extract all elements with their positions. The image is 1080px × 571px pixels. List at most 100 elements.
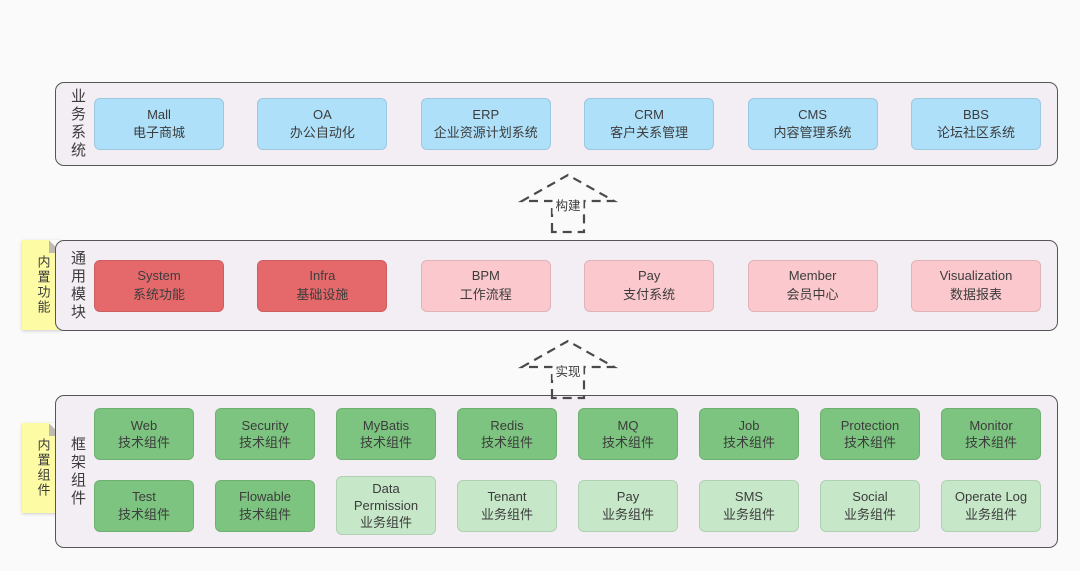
layer-modules-label: 通用模块 bbox=[69, 249, 86, 322]
node-subtitle: 技术组件 bbox=[238, 506, 291, 522]
node-subtitle: 技术组件 bbox=[601, 434, 654, 450]
node-title: Mall bbox=[147, 106, 171, 122]
node-mybatis: MyBatis 技术组件 bbox=[336, 407, 436, 460]
node-subtitle: 业务组件 bbox=[843, 506, 896, 522]
node-subtitle: 技术组件 bbox=[843, 434, 896, 450]
node-title: Visualization bbox=[939, 268, 1013, 284]
framework-row-2: Test 技术组件 Flowable 技术组件 Data Permission … bbox=[94, 475, 1041, 536]
node-data-permission: Data Permission 业务组件 bbox=[336, 475, 436, 536]
node-title: System bbox=[137, 268, 181, 284]
node-visualization: Visualization 数据报表 bbox=[910, 259, 1041, 312]
up-block-arrow-icon bbox=[517, 339, 619, 400]
node-title: Redis bbox=[490, 417, 524, 433]
node-subtitle: 系统功能 bbox=[132, 286, 185, 302]
node-erp: ERP 企业资源计划系统 bbox=[420, 98, 551, 150]
module-boxes-row: System 系统功能 Infra 基础设施 BPM 工作流程 Pay 支付系统… bbox=[94, 259, 1041, 312]
arrow-implement-label: 实现 bbox=[552, 361, 584, 380]
layer-common-modules: 通用模块 System 系统功能 Infra 基础设施 BPM 工作流程 Pay… bbox=[55, 240, 1058, 331]
node-infra: Infra 基础设施 bbox=[257, 259, 388, 312]
node-subtitle: 技术组件 bbox=[480, 434, 533, 450]
node-title: CMS bbox=[798, 106, 827, 122]
node-subtitle: 基础设施 bbox=[296, 286, 349, 302]
node-title: Tenant bbox=[487, 489, 527, 505]
node-tenant: Tenant 业务组件 bbox=[457, 479, 557, 532]
node-subtitle: 内容管理系统 bbox=[773, 125, 852, 140]
arrow-build-label: 构建 bbox=[552, 195, 584, 214]
node-title: Operate Log bbox=[954, 489, 1028, 505]
node-title: Web bbox=[130, 417, 158, 433]
node-subtitle: 会员中心 bbox=[786, 286, 839, 302]
layer-business-systems: 业务系统 Mall 电子商城 OA 办公自动化 ERP 企业资源计划系统 CRM… bbox=[55, 82, 1058, 166]
node-title: Protection bbox=[840, 417, 900, 433]
layer-framework-components: 框架组件 Web 技术组件 Security 技术组件 MyBatis 技术组件… bbox=[55, 395, 1058, 548]
node-subtitle: 业务组件 bbox=[722, 506, 775, 522]
node-web: Web 技术组件 bbox=[94, 407, 194, 460]
node-title: Data Permission bbox=[353, 480, 419, 513]
node-crm: CRM 客户关系管理 bbox=[584, 98, 715, 150]
node-subtitle: 办公自动化 bbox=[289, 125, 355, 140]
node-title: MyBatis bbox=[362, 417, 410, 433]
node-mall: Mall 电子商城 bbox=[94, 98, 224, 150]
node-subtitle: 企业资源计划系统 bbox=[433, 125, 538, 140]
node-subtitle: 数据报表 bbox=[949, 286, 1002, 302]
node-subtitle: 技术组件 bbox=[117, 506, 170, 522]
node-title: Infra bbox=[309, 268, 336, 284]
node-title: Job bbox=[738, 417, 760, 433]
node-member: Member 会员中心 bbox=[747, 259, 878, 312]
node-title: Member bbox=[788, 268, 837, 284]
arrow-build: 构建 bbox=[508, 171, 628, 235]
node-subtitle: 业务组件 bbox=[359, 515, 412, 531]
layer-business-label: 业务系统 bbox=[69, 88, 86, 160]
node-title: Social bbox=[852, 489, 888, 505]
node-oa: OA 办公自动化 bbox=[257, 98, 388, 150]
node-operate-log: Operate Log 业务组件 bbox=[941, 479, 1041, 532]
node-bpm: BPM 工作流程 bbox=[420, 259, 551, 312]
node-title: CRM bbox=[634, 106, 664, 122]
node-subtitle: 业务组件 bbox=[601, 506, 654, 522]
node-subtitle: 技术组件 bbox=[117, 434, 170, 450]
node-subtitle: 技术组件 bbox=[359, 434, 412, 450]
node-title: Test bbox=[132, 489, 156, 505]
node-social: Social 业务组件 bbox=[820, 479, 920, 532]
node-pay-biz: Pay 业务组件 bbox=[578, 479, 678, 532]
node-test: Test 技术组件 bbox=[94, 479, 194, 532]
node-protection: Protection 技术组件 bbox=[820, 407, 920, 460]
framework-row-1: Web 技术组件 Security 技术组件 MyBatis 技术组件 Redi… bbox=[94, 407, 1041, 460]
node-title: Flowable bbox=[238, 489, 292, 505]
node-title: SMS bbox=[734, 489, 764, 505]
node-sms: SMS 业务组件 bbox=[699, 479, 799, 532]
node-subtitle: 论坛社区系统 bbox=[936, 125, 1015, 140]
node-monitor: Monitor 技术组件 bbox=[941, 407, 1041, 460]
node-job: Job 技术组件 bbox=[699, 407, 799, 460]
node-bbs: BBS 论坛社区系统 bbox=[910, 98, 1041, 150]
node-subtitle: 技术组件 bbox=[964, 434, 1017, 450]
node-subtitle: 客户关系管理 bbox=[610, 125, 689, 140]
framework-rows: Web 技术组件 Security 技术组件 MyBatis 技术组件 Redi… bbox=[94, 407, 1041, 536]
node-title: Pay bbox=[637, 268, 661, 284]
up-block-arrow-icon bbox=[517, 173, 619, 234]
business-boxes-row: Mall 电子商城 OA 办公自动化 ERP 企业资源计划系统 CRM 客户关系… bbox=[94, 98, 1041, 150]
node-flowable: Flowable 技术组件 bbox=[215, 479, 315, 532]
node-title: BPM bbox=[471, 268, 500, 284]
node-subtitle: 业务组件 bbox=[480, 506, 533, 522]
sticky-label: 内置功能 bbox=[35, 255, 51, 315]
node-system: System 系统功能 bbox=[94, 259, 224, 312]
node-title: Security bbox=[241, 417, 289, 433]
node-title: MQ bbox=[617, 417, 639, 433]
node-title: Monitor bbox=[969, 417, 1013, 433]
sticky-label: 内置组件 bbox=[35, 438, 51, 498]
node-title: BBS bbox=[962, 106, 989, 122]
arrow-implement: 实现 bbox=[508, 337, 628, 401]
node-subtitle: 技术组件 bbox=[238, 434, 291, 450]
node-cms: CMS 内容管理系统 bbox=[747, 98, 878, 150]
node-subtitle: 支付系统 bbox=[623, 286, 676, 302]
node-pay-module: Pay 支付系统 bbox=[584, 259, 715, 312]
node-security: Security 技术组件 bbox=[215, 407, 315, 460]
layer-framework-label: 框架组件 bbox=[69, 435, 86, 508]
node-subtitle: 电子商城 bbox=[132, 125, 185, 140]
node-subtitle: 工作流程 bbox=[459, 286, 512, 302]
node-mq: MQ 技术组件 bbox=[578, 407, 678, 460]
node-title: OA bbox=[312, 106, 332, 122]
node-redis: Redis 技术组件 bbox=[457, 407, 557, 460]
